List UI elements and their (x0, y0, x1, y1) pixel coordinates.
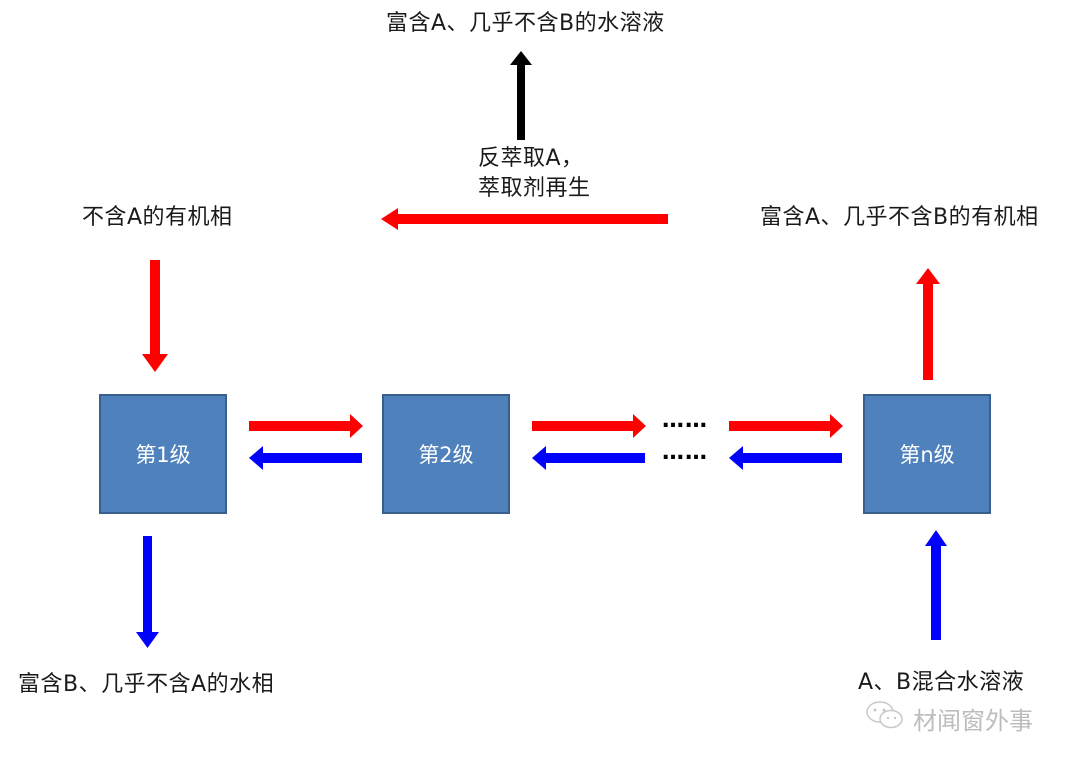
watermark: 材闻窗外事 (865, 700, 1033, 736)
aqueous-out-label: 富含B、几乎不含A的水相 (18, 672, 275, 697)
organic-in-label: 不含A的有机相 (82, 205, 233, 230)
watermark-text: 材闻窗外事 (913, 706, 1033, 735)
regen-output-arrow (510, 51, 532, 140)
organic-in-arrow (142, 260, 168, 372)
ellipsis-bottom: …… (662, 440, 708, 465)
regen-organic-return-arrow (381, 208, 668, 230)
stage-n-label: 第n级 (899, 443, 955, 467)
back-extraction-label-line1: 反萃取A， (478, 146, 584, 171)
organic-out-label: 富含A、几乎不含B的有机相 (760, 205, 1039, 230)
stage-n-box: 第n级 (863, 394, 991, 514)
aqueous-flow-arrow-2-1 (249, 446, 362, 470)
top-aqueous-output-label: 富含A、几乎不含B的水溶液 (386, 11, 665, 36)
stage-2-box: 第2级 (382, 394, 510, 514)
organic-flow-arrow-dots-n (729, 414, 843, 438)
stage-1-label: 第1级 (135, 443, 191, 467)
stage-2-label: 第2级 (418, 443, 474, 467)
feed-in-arrow (925, 530, 947, 640)
aqueous-flow-arrow-n-dots (729, 446, 842, 470)
feed-in-label: A、B混合水溶液 (858, 670, 1025, 695)
ellipsis-top: …… (662, 408, 708, 433)
stage-1-box: 第1级 (99, 394, 227, 514)
organic-flow-arrow-1-2 (249, 414, 363, 438)
wechat-icon (865, 700, 905, 736)
back-extraction-label-line2: 萃取剂再生 (478, 176, 591, 201)
organic-out-arrow (916, 268, 940, 380)
aqueous-out-arrow (136, 536, 159, 648)
organic-flow-arrow-2-dots (532, 414, 646, 438)
aqueous-flow-arrow-dots-2 (532, 446, 645, 470)
